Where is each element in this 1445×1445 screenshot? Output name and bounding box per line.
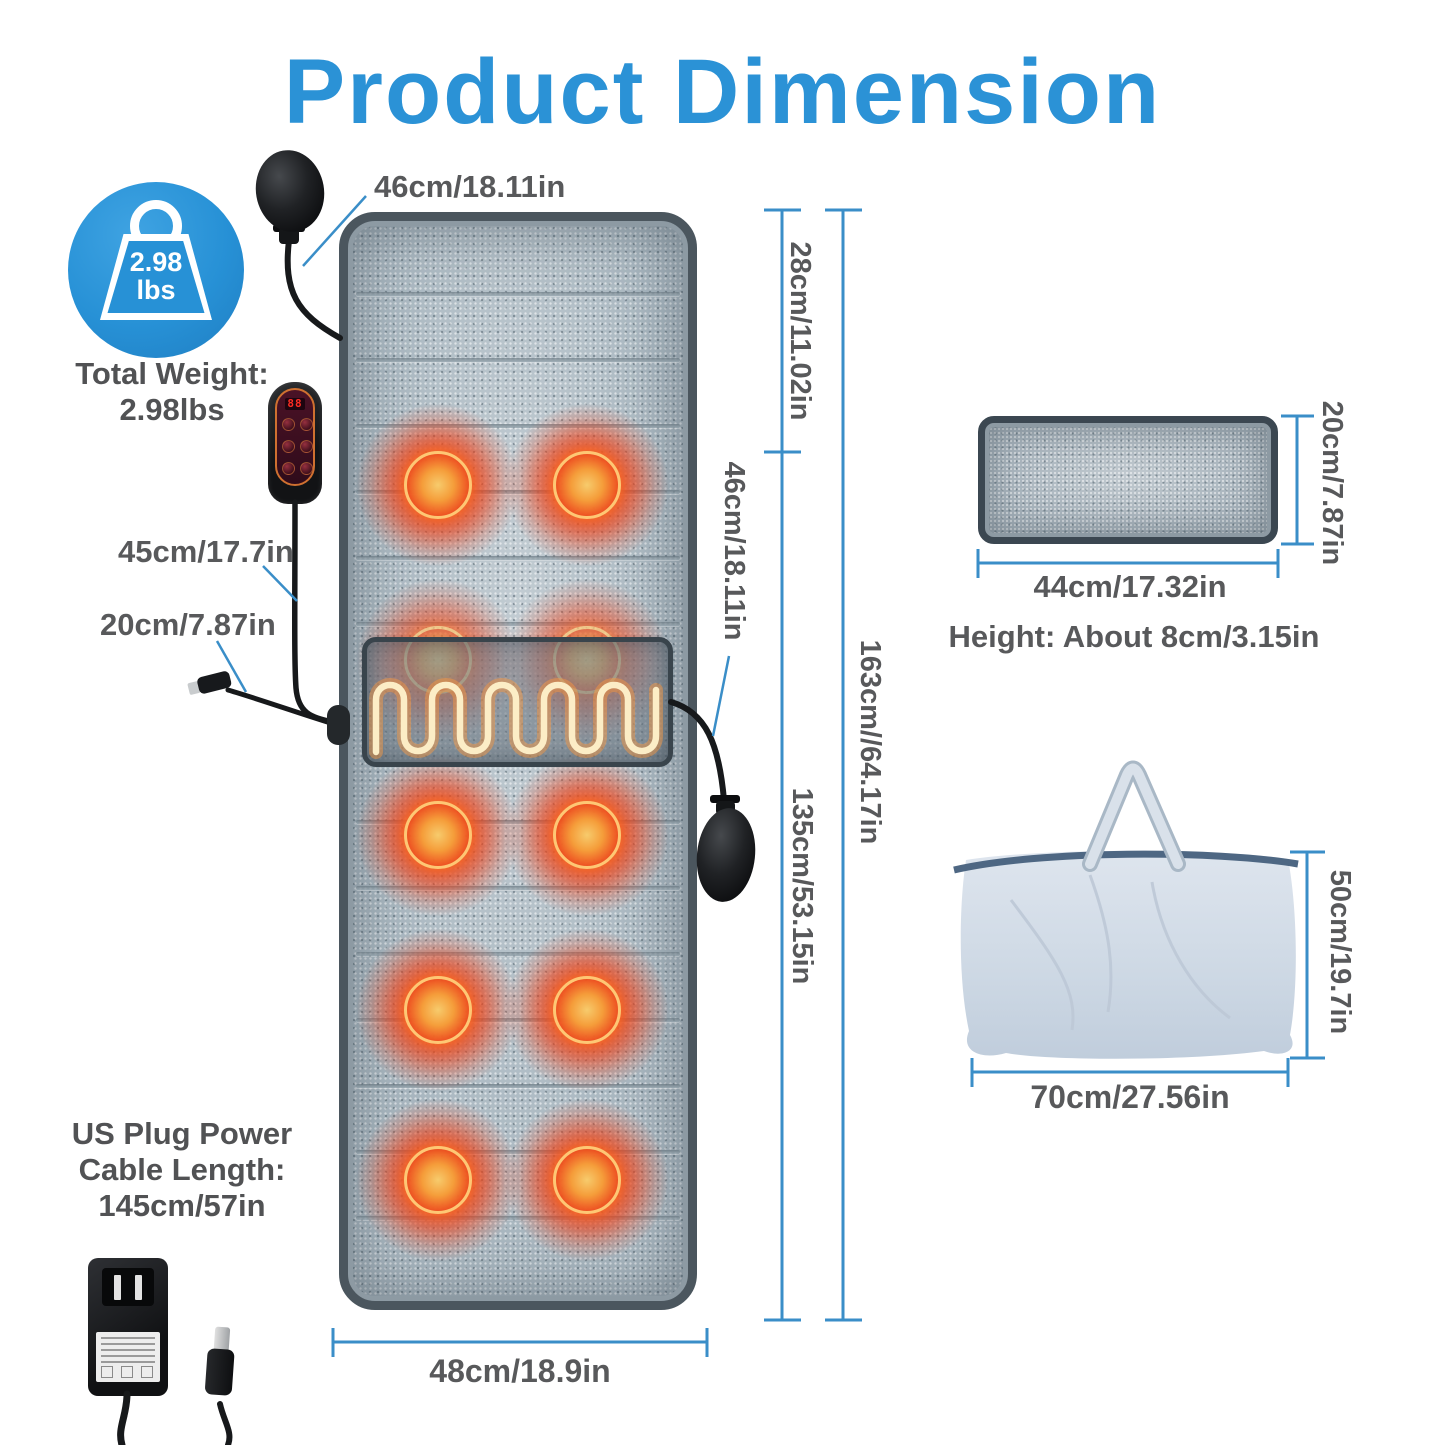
power-adapter: [88, 1258, 168, 1396]
dim-mat-total-length: 163cm//64.17in: [853, 639, 886, 845]
remote-button: [300, 462, 313, 475]
dim-pillow-width: 44cm/17.32in: [1033, 569, 1227, 604]
bag-zipper-trim: [953, 850, 1299, 874]
massage-node: [352, 749, 524, 921]
dim-power-pigtail: 20cm/7.87in: [100, 607, 276, 642]
page-title: Product Dimension: [283, 41, 1162, 143]
massage-node: [501, 749, 673, 921]
heating-coil: [369, 678, 663, 759]
massage-node: [352, 924, 524, 1096]
air-pump-bulb-icon: [696, 795, 756, 902]
power-caption-line2: Cable Length:: [78, 1152, 286, 1187]
air-pump-bulb-icon: [255, 150, 325, 244]
dc-plug-icon: [200, 1326, 239, 1408]
weight-icon-value: 2.98 lbs: [129, 247, 183, 306]
dim-pillow-section-height: 28cm/11.02in: [783, 241, 816, 421]
dim-mat-bottom-width: 48cm/18.9in: [429, 1353, 611, 1389]
heating-pad: [362, 637, 673, 767]
dim-bag-height: 50cm/19.7in: [1323, 869, 1356, 1035]
massage-node: [501, 1094, 673, 1266]
remote-button: [300, 440, 313, 453]
remote-button: [300, 418, 313, 431]
us-plug-prongs-icon: [102, 1268, 154, 1306]
dim-mat-top-width: 46cm/18.11in: [374, 169, 566, 204]
massage-node: [501, 924, 673, 1096]
dim-pad-section-width: 46cm/18.11in: [717, 461, 750, 641]
dim-mat-body-length: 135cm/53.15in: [785, 787, 818, 985]
bag-handle: [1082, 760, 1186, 872]
massage-node: [352, 1094, 524, 1266]
total-weight-value: 2.98lbs: [119, 392, 225, 427]
remote-button: [282, 440, 295, 453]
remote-button: [282, 462, 295, 475]
dim-remote-cable: 45cm/17.7in: [118, 534, 294, 569]
remote-display: 88: [285, 398, 305, 410]
dc-pigtail-plug-icon: [187, 671, 232, 695]
remote-control: 88: [268, 382, 322, 504]
pillow-thickness-note: Height: About 8cm/3.15in: [948, 619, 1320, 654]
pillow-section: [978, 416, 1278, 544]
remote-button: [282, 418, 295, 431]
power-caption-line3: 145cm/57in: [98, 1188, 266, 1223]
adapter-label: [96, 1332, 160, 1382]
dim-pillow-height: 20cm/7.87in: [1315, 400, 1348, 566]
massage-node: [352, 399, 524, 571]
weight-badge: 2.98 lbs: [68, 182, 244, 358]
storage-bag: [953, 760, 1299, 1059]
massage-node: [501, 399, 673, 571]
power-caption-line1: US Plug Power: [71, 1116, 293, 1151]
dim-bag-width: 70cm/27.56in: [1030, 1079, 1230, 1115]
total-weight-caption: Total Weight:: [75, 356, 269, 391]
